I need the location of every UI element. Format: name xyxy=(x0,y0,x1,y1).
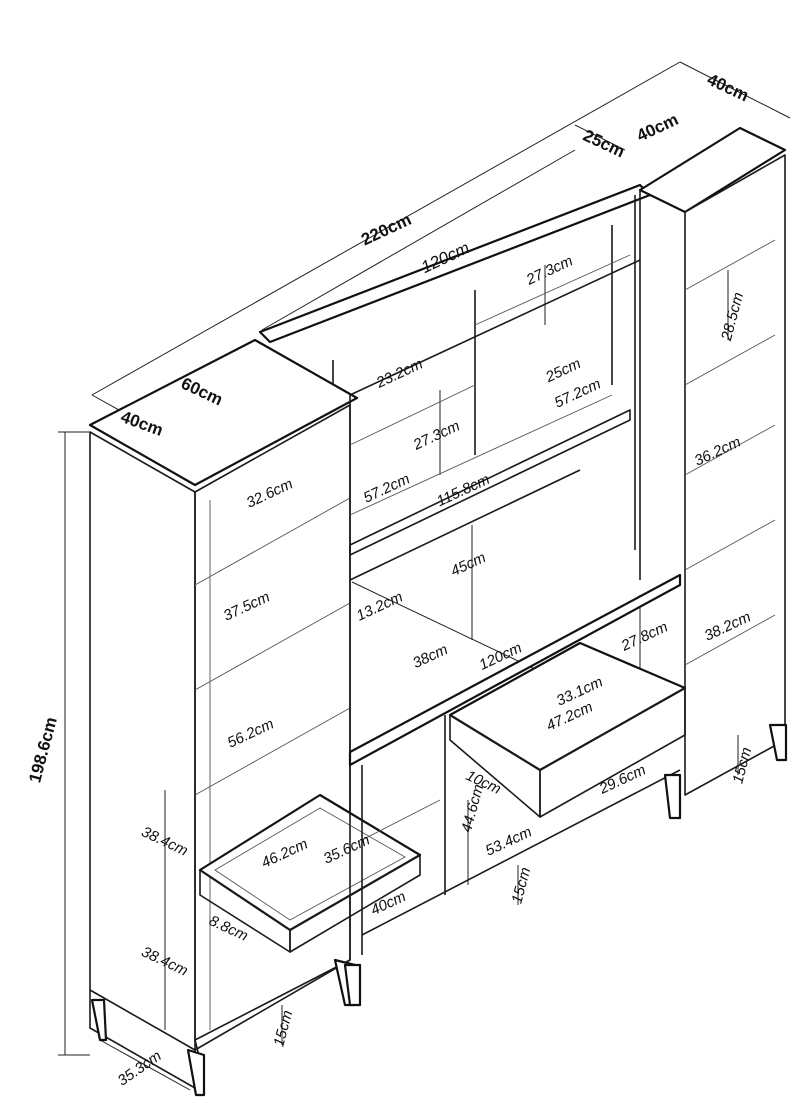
left-tower xyxy=(88,338,359,1097)
left-drawer xyxy=(198,793,422,953)
middle-section xyxy=(258,183,682,1007)
middle-drawer xyxy=(448,641,687,818)
right-tower xyxy=(638,126,788,796)
